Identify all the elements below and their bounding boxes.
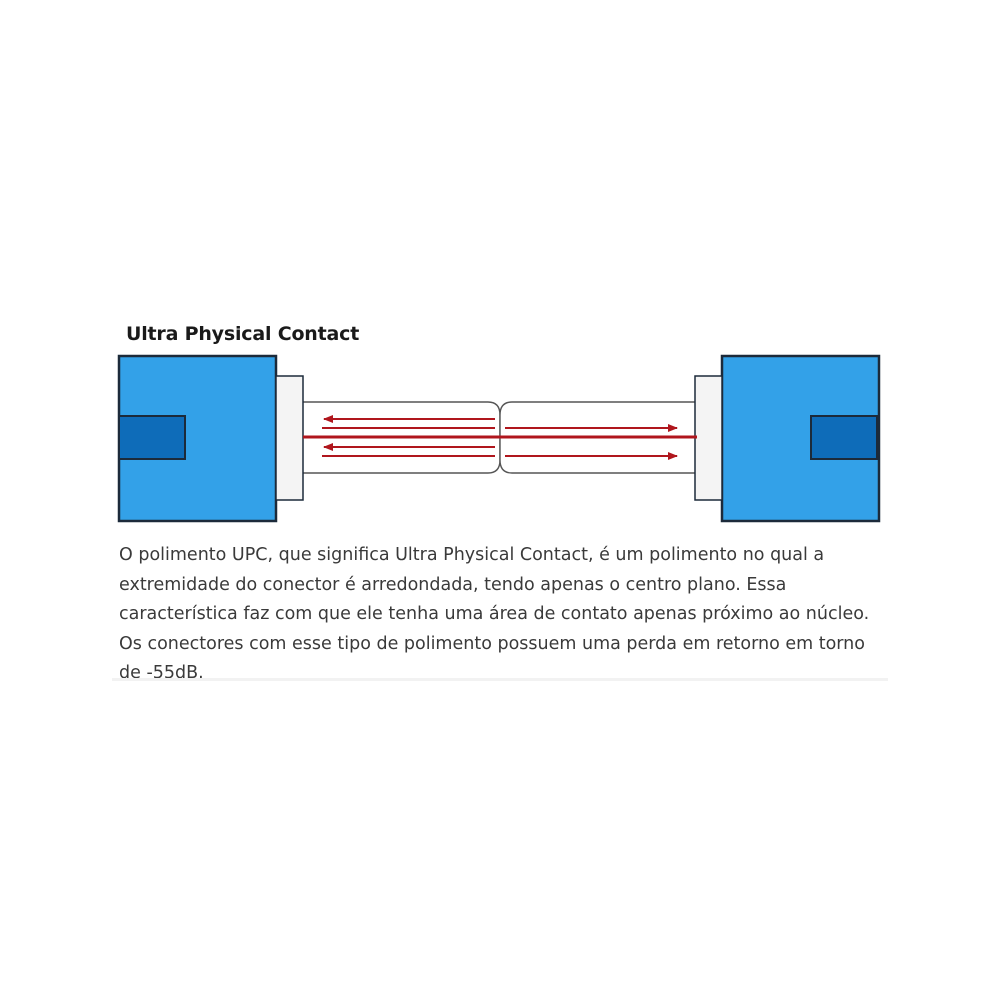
- right-connector-core: [810, 415, 878, 460]
- left-connector: [117, 354, 304, 523]
- right-connector: [694, 354, 881, 523]
- left-connector-core: [118, 415, 186, 460]
- right-ferrule: [694, 375, 723, 501]
- light-signals: [303, 415, 697, 460]
- description-paragraph: O polimento UPC, que significa Ultra Phy…: [119, 545, 870, 683]
- diagram-title: Ultra Physical Contact: [126, 323, 360, 345]
- left-ferrule: [275, 375, 304, 501]
- bottom-divider: [112, 678, 888, 681]
